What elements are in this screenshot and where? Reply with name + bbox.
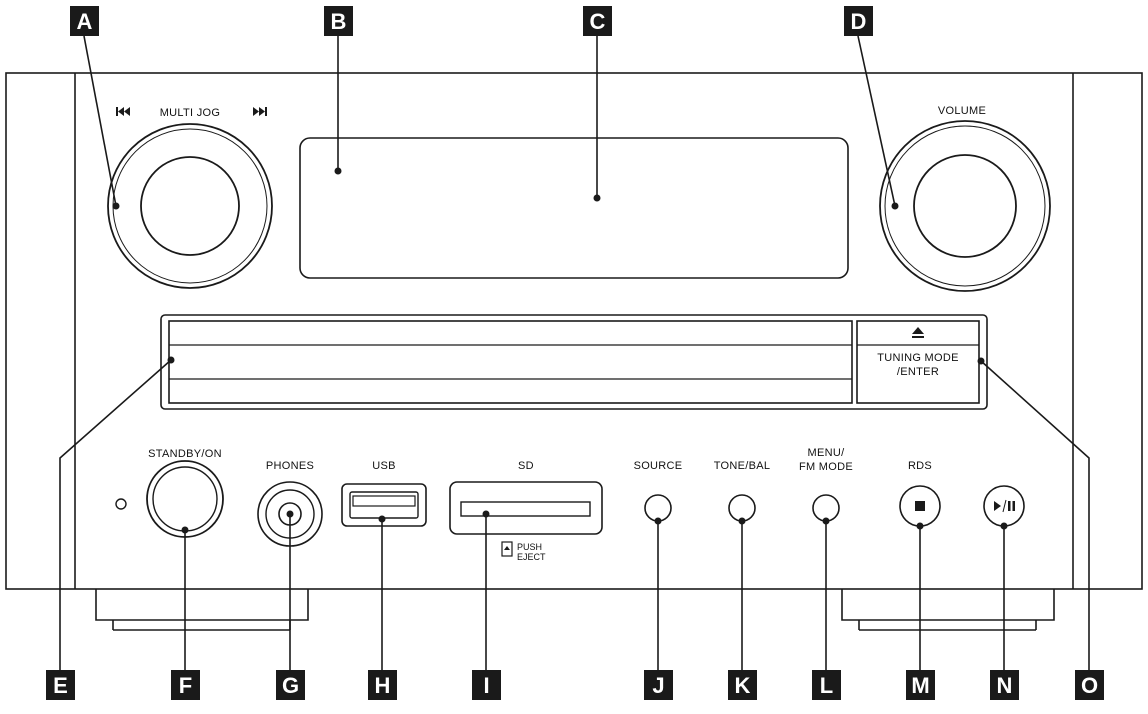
- tuning-mode-label: TUNING MODE: [877, 352, 959, 364]
- svg-text:G: G: [282, 673, 299, 698]
- callout-l: L: [812, 670, 841, 700]
- volume-label: VOLUME: [938, 105, 986, 117]
- svg-text:K: K: [735, 673, 751, 698]
- sd-card-slot[interactable]: [449, 481, 603, 535]
- source-label: SOURCE: [634, 460, 683, 472]
- leader-lines: [59, 35, 1090, 670]
- callout-i: I: [472, 670, 501, 700]
- svg-text:E: E: [53, 673, 68, 698]
- sd-label: SD: [518, 460, 534, 472]
- svg-text:I: I: [483, 673, 489, 698]
- stop-icon: [915, 501, 925, 511]
- tone-bal-button[interactable]: [728, 494, 756, 522]
- display-window: [299, 137, 849, 279]
- svg-text:B: B: [331, 9, 347, 34]
- enter-label: /ENTER: [897, 366, 939, 378]
- standby-indicator: [115, 498, 127, 510]
- multi-jog-knob[interactable]: [107, 123, 273, 289]
- disc-tray-area: [160, 314, 988, 410]
- menu-label: MENU/: [808, 447, 846, 459]
- callout-m: M: [906, 670, 935, 700]
- callout-o: O: [1075, 670, 1104, 700]
- standby-on-label: STANDBY/ON: [148, 448, 222, 460]
- callout-k: K: [728, 670, 757, 700]
- play-pause-button[interactable]: [983, 485, 1025, 527]
- usb-label: USB: [372, 460, 396, 472]
- standby-on-button[interactable]: [146, 460, 224, 538]
- svg-text:N: N: [997, 673, 1013, 698]
- tone-bal-label: TONE/BAL: [714, 460, 771, 472]
- volume-knob[interactable]: [879, 120, 1051, 292]
- unit-outline: [5, 72, 1143, 590]
- skip-forward-icon: [253, 107, 267, 116]
- source-button[interactable]: [644, 494, 672, 522]
- callout-e: E: [46, 670, 75, 700]
- menu-fm-mode-button[interactable]: [812, 494, 840, 522]
- disc-slot[interactable]: [168, 320, 853, 404]
- callout-g: G: [276, 670, 305, 700]
- callout-c: C: [583, 6, 612, 36]
- svg-text:M: M: [911, 673, 929, 698]
- multi-jog-label: MULTI JOG: [160, 107, 221, 119]
- right-foot: [841, 589, 1055, 621]
- svg-text:A: A: [77, 9, 93, 34]
- eject-icon: [912, 327, 924, 338]
- callout-b: B: [324, 6, 353, 36]
- svg-text:C: C: [590, 9, 606, 34]
- svg-text:H: H: [375, 673, 391, 698]
- svg-text:D: D: [851, 9, 867, 34]
- push-eject-icon: [501, 541, 513, 557]
- svg-text:J: J: [652, 673, 664, 698]
- eject-label: EJECT: [517, 552, 546, 562]
- svg-text:F: F: [179, 673, 192, 698]
- fm-mode-label: FM MODE: [799, 461, 853, 473]
- callout-d: D: [844, 6, 873, 36]
- stop-button[interactable]: [899, 485, 941, 527]
- callout-f: F: [171, 670, 200, 700]
- push-label: PUSH: [517, 542, 542, 552]
- svg-text:O: O: [1081, 673, 1098, 698]
- callout-h: H: [368, 670, 397, 700]
- callout-j: J: [644, 670, 673, 700]
- left-foot: [95, 589, 309, 621]
- callout-n: N: [990, 670, 1019, 700]
- play-pause-icon: [994, 499, 1015, 513]
- rds-label: RDS: [908, 460, 932, 472]
- skip-back-icon: [116, 107, 130, 116]
- phones-label: PHONES: [266, 460, 314, 472]
- callout-a: A: [70, 6, 99, 36]
- svg-text:L: L: [820, 673, 833, 698]
- unit-body: [5, 72, 1143, 631]
